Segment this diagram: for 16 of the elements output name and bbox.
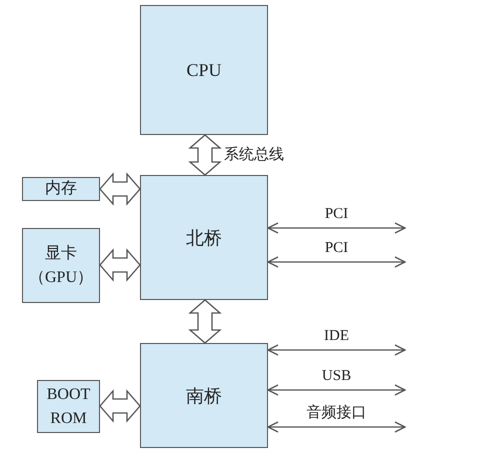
double-block-arrow <box>99 389 141 423</box>
component-box: 南桥 <box>140 343 268 448</box>
double-block-arrow <box>188 134 222 176</box>
component-box: CPU <box>140 5 268 135</box>
component-box: BOOT ROM <box>37 380 100 433</box>
double-block-arrow <box>99 172 141 206</box>
double-arrow <box>267 384 406 396</box>
component-box: 内存 <box>22 177 100 201</box>
double-block-arrow <box>188 299 222 344</box>
double-arrow <box>267 421 406 433</box>
double-block-arrow <box>99 248 141 282</box>
double-arrow <box>267 344 406 356</box>
double-arrow <box>267 222 406 234</box>
component-box: 北桥 <box>140 175 268 300</box>
double-arrow <box>267 256 406 268</box>
component-box: 显卡（GPU） <box>22 228 100 303</box>
